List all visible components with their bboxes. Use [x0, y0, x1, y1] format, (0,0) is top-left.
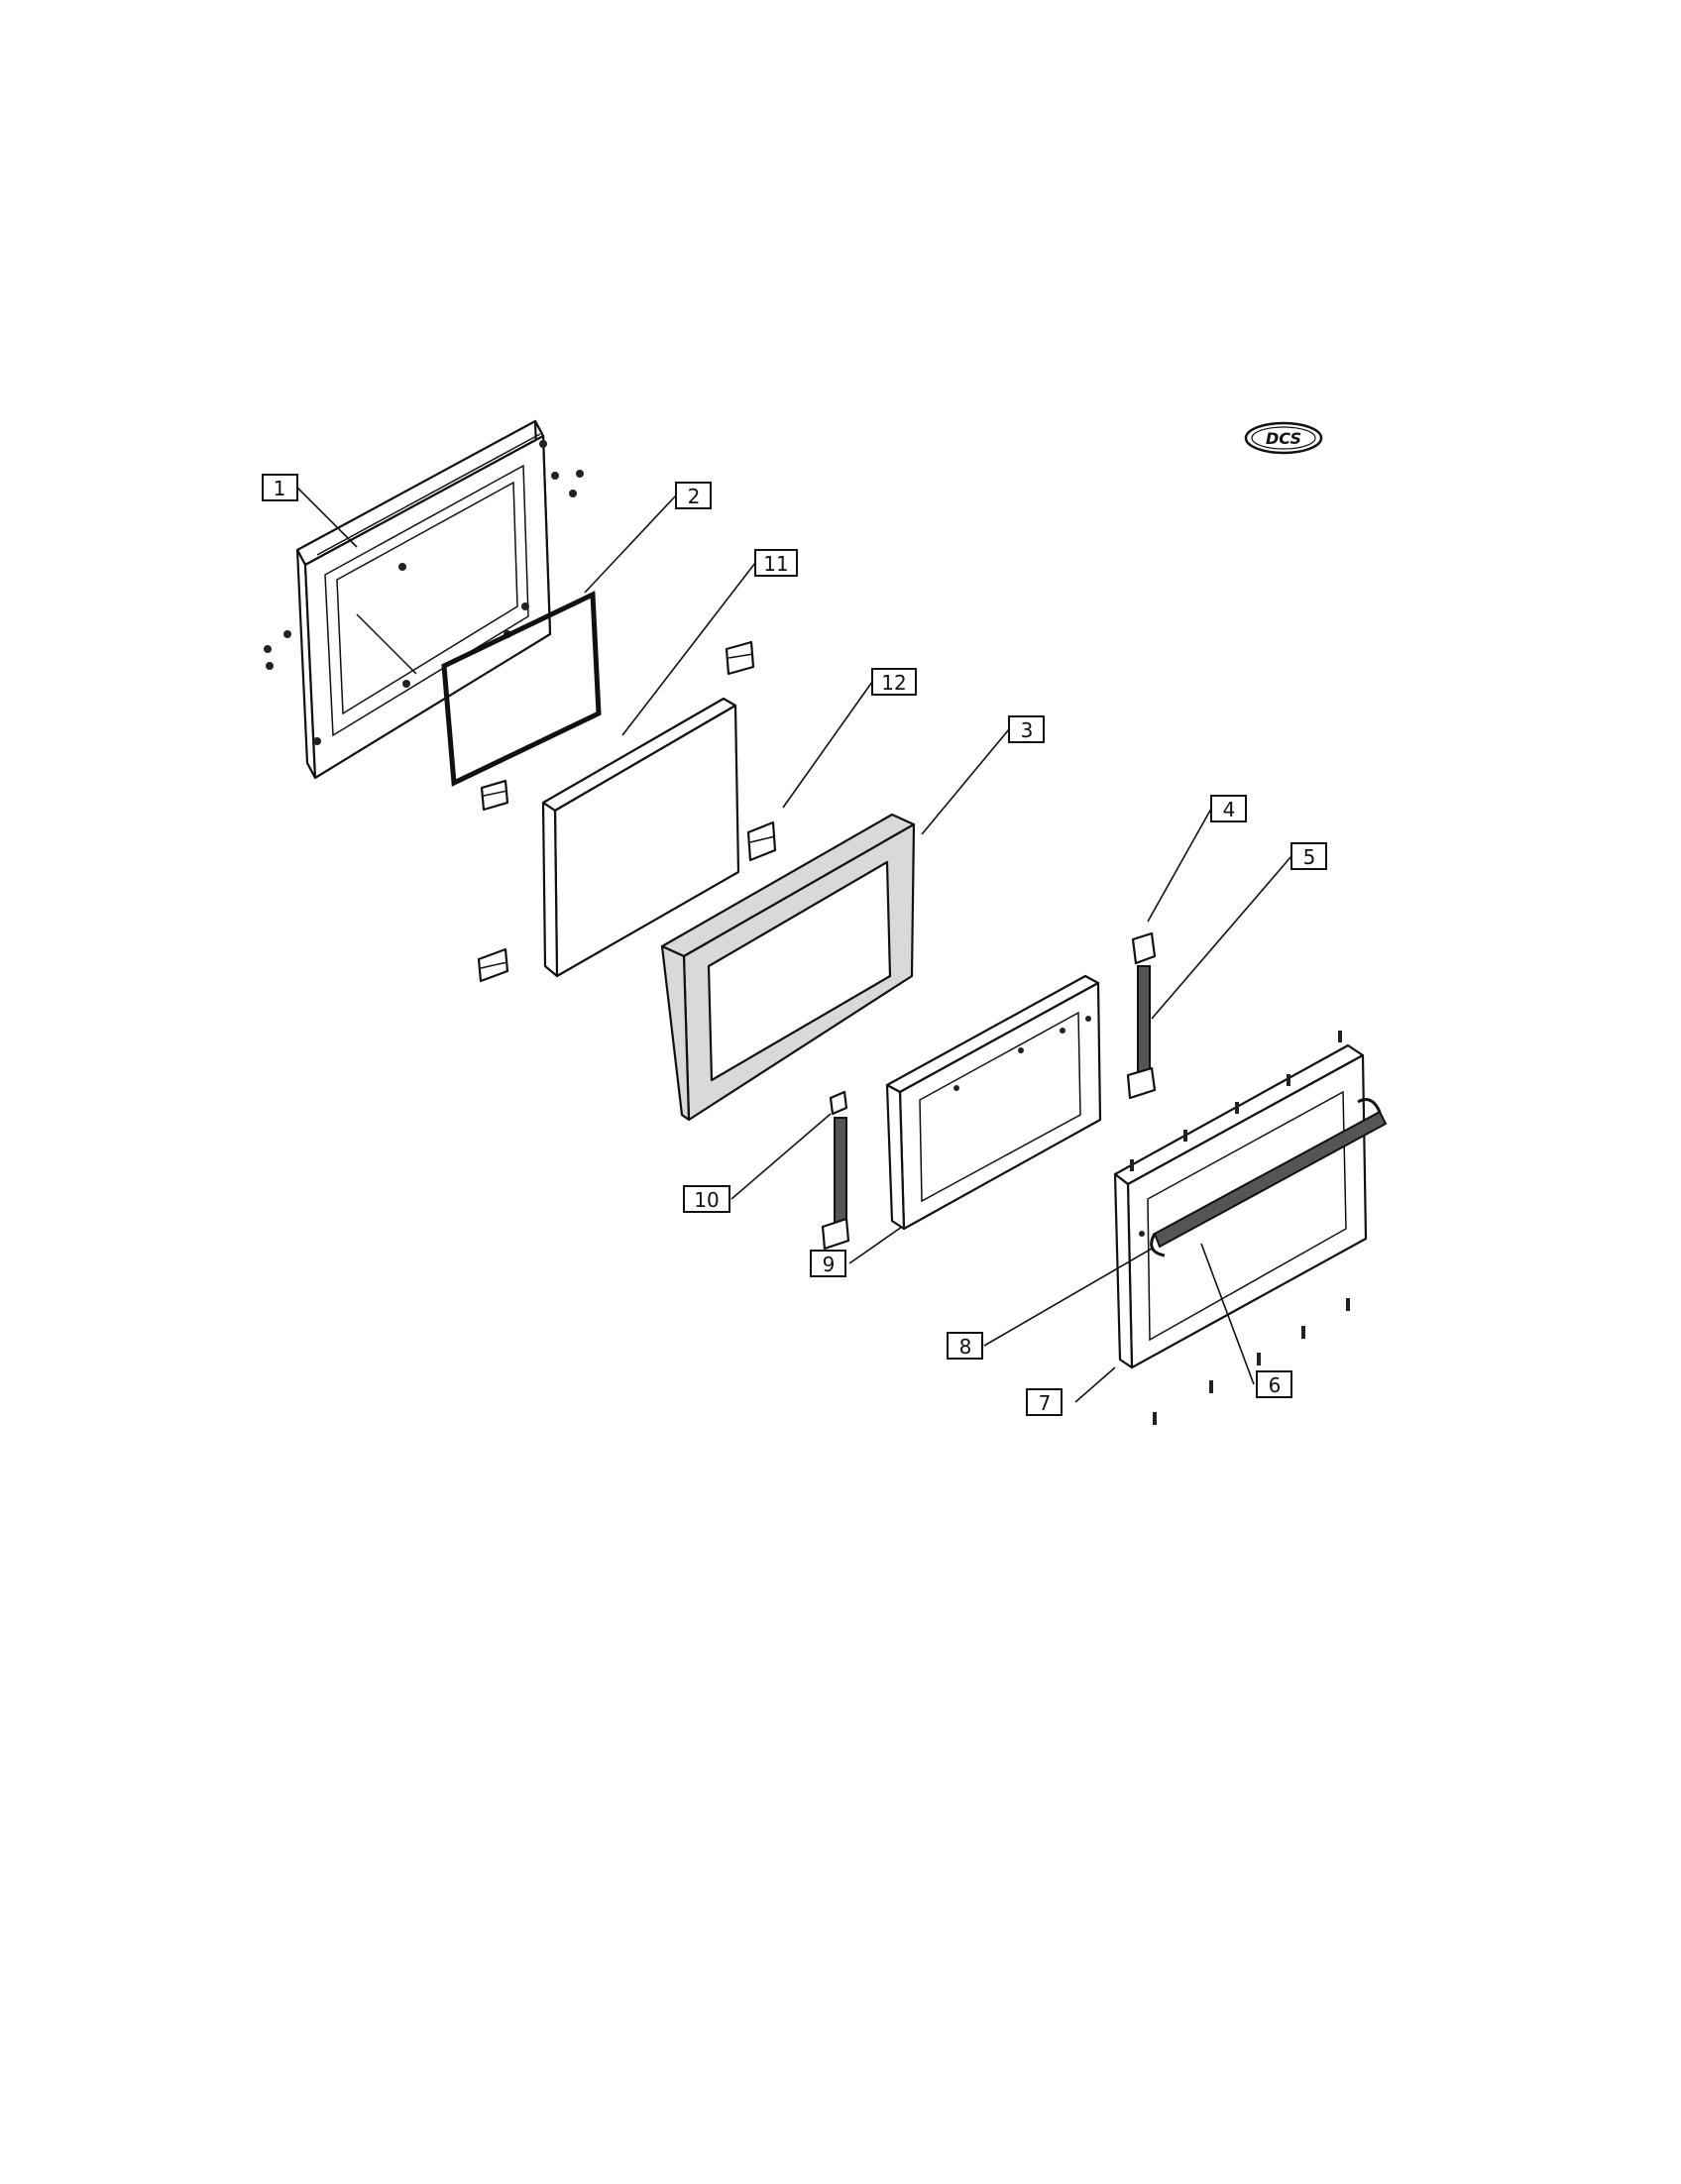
part-glass-panel — [541, 697, 740, 978]
callout-6: 6 — [1256, 1370, 1292, 1398]
part-hinge-cap — [1131, 931, 1157, 965]
callout-3: 3 — [1008, 715, 1045, 743]
callout-11-label: 11 — [763, 552, 788, 576]
callout-9-label: 9 — [823, 1253, 836, 1276]
dcs-logo-text: DCS — [1266, 429, 1301, 448]
callout-2-label: 2 — [688, 485, 701, 508]
part-hinge-arm-left — [821, 1090, 850, 1251]
part-hinge-arm-right — [1126, 965, 1157, 1100]
leader-lines — [296, 487, 1292, 1403]
dcs-logo: DCS — [1244, 421, 1323, 455]
part-handle-screw — [1139, 1231, 1145, 1237]
callout-7: 7 — [1026, 1388, 1063, 1416]
callout-3-label: 3 — [1021, 718, 1034, 742]
part-door-gasket — [441, 591, 602, 787]
callout-5: 5 — [1290, 842, 1327, 870]
callout-8: 8 — [947, 1332, 983, 1360]
callout-8-label: 8 — [959, 1335, 972, 1359]
callout-10: 10 — [683, 1185, 730, 1213]
callout-7-label: 7 — [1039, 1391, 1052, 1415]
callout-10-label: 10 — [694, 1188, 719, 1212]
part-outer-door — [1113, 1031, 1368, 1425]
callout-9: 9 — [810, 1250, 846, 1277]
part-hinge-clips — [477, 640, 755, 983]
callout-2: 2 — [675, 482, 712, 509]
part-insulation-panel — [660, 813, 916, 1122]
part-door-liner — [885, 974, 1102, 1231]
part-inner-door-frame — [264, 419, 584, 780]
part-small-bracket — [746, 820, 777, 862]
callout-5-label: 5 — [1303, 845, 1316, 869]
callout-4-label: 4 — [1223, 798, 1236, 821]
callout-12-label: 12 — [881, 671, 906, 695]
callout-4: 4 — [1210, 795, 1247, 822]
callout-1: 1 — [262, 474, 298, 501]
callout-1-label: 1 — [274, 477, 286, 500]
part-door-handle — [1150, 1098, 1388, 1257]
callout-6-label: 6 — [1269, 1373, 1282, 1397]
callout-11: 11 — [754, 549, 798, 577]
callout-12: 12 — [871, 668, 917, 696]
